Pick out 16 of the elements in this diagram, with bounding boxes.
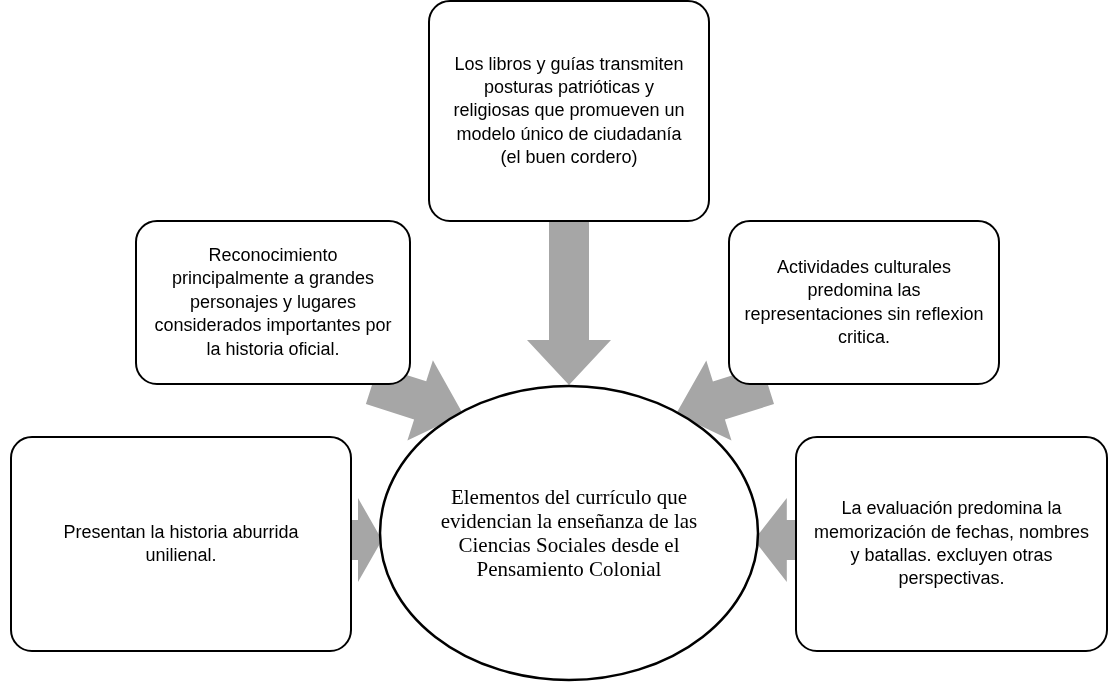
- text-box: [10, 436, 352, 652]
- node-text: Elementos del currículo que evidencian la enseñanza de las Ciencias Sociales desde el Pensamiento Colonial: [439, 484, 699, 582]
- node-text: Presentan la historia aburrida unilienal.: [62, 520, 300, 567]
- text-box: [428, 0, 710, 222]
- block-arrow: [676, 360, 774, 441]
- text-box: [135, 220, 411, 385]
- concept-ellipse: [378, 384, 760, 682]
- node-text: Actividades culturales predomina las representaciones sin reflexion critica.: [744, 255, 984, 349]
- block-arrow: [365, 360, 463, 441]
- block-arrow: [527, 222, 611, 385]
- block-arrow: [352, 498, 382, 582]
- node-text: La evaluación predomina la memorización de fechas, nombres y batallas. excluyen otras perspectivas.: [812, 497, 1091, 591]
- text-box: [728, 220, 1000, 385]
- node-text: Reconocimiento principalmente a grandes personajes y lugares considerados importantes por la historia oficial.: [153, 244, 393, 361]
- text-box: [795, 436, 1108, 652]
- node-text: Los libros y guías transmiten posturas patrióticas y religiosas que promueven un modelo único de ciudadanía (el buen cordero): [452, 52, 686, 170]
